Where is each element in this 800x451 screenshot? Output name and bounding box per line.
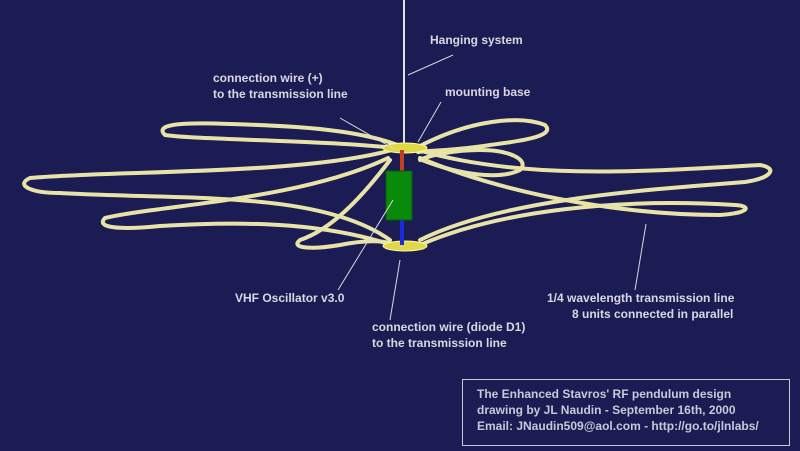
credit-box: The Enhanced Stavros' RF pendulum design… — [462, 379, 790, 446]
label-connection-diode-2: to the transmission line — [372, 336, 507, 350]
label-transmission-line: 1/4 wavelength transmission line — [547, 291, 735, 305]
mounting-base-top — [382, 142, 428, 154]
credit-title: The Enhanced Stavros' RF pendulum design — [477, 387, 732, 401]
label-hanging-system: Hanging system — [430, 33, 523, 47]
label-vhf-oscillator: VHF Oscillator v3.0 — [235, 291, 345, 305]
loop-right-low — [418, 147, 525, 178]
connection-wire-plus — [400, 150, 404, 172]
label-transmission-line-2: 8 units connected in parallel — [572, 307, 734, 321]
credit-author: drawing by JL Naudin - September 16th, 2… — [477, 403, 736, 417]
credit-contact: Email: JNaudin509@aol.com - http://go.to… — [477, 419, 759, 433]
connection-wire-diode — [400, 220, 404, 245]
loop-right-back — [416, 118, 550, 154]
label-mounting-base: mounting base — [445, 85, 531, 99]
vhf-oscillator — [385, 170, 413, 221]
loop-right-mid — [418, 156, 748, 247]
loop-left-mid — [100, 156, 394, 247]
loop-left-far — [22, 148, 394, 242]
label-connection-plus: connection wire (+) — [213, 71, 323, 85]
pointer-lines — [337, 54, 647, 321]
transmission-line-loops — [22, 118, 773, 250]
loop-left-back — [160, 121, 402, 150]
loop-right-far — [416, 148, 773, 242]
mounting-base-bottom — [382, 240, 428, 252]
label-connection-plus-2: to the transmission line — [213, 87, 348, 101]
label-connection-diode: connection wire (diode D1) — [372, 320, 526, 334]
